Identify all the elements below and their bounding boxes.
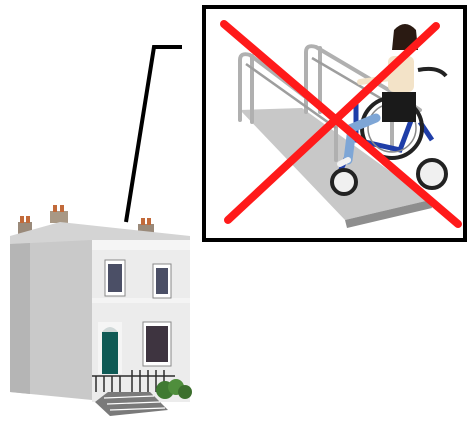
- prohibited-ramp-panel: [202, 5, 467, 242]
- wheelchair-ramp-icon: [206, 9, 463, 238]
- house-image: [0, 195, 200, 422]
